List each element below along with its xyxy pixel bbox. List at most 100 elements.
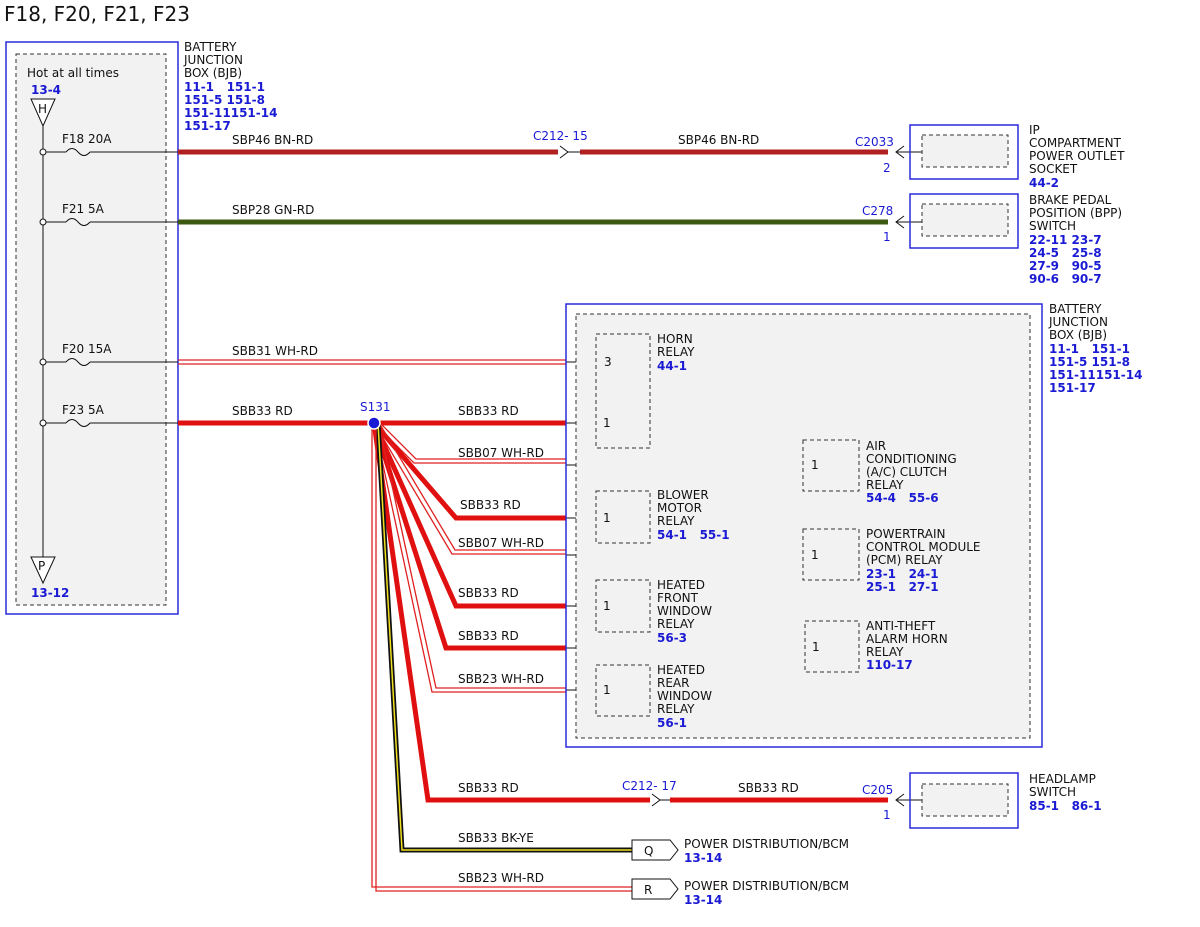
wire-label-sbb33-headlamp-a: SBB33 RD [458,781,519,795]
bjb-left: Hot at all times 13-4 H P 13-12 F18 20A … [5,40,277,615]
ac-relay-name: CONDITIONING [866,452,957,466]
headlamp-outline [909,772,1019,829]
bjb-right-name: JUNCTION [1048,315,1108,329]
bjb-left-name-line: BATTERY [184,40,237,54]
hfw-relay-ref: 56-3 [657,631,687,645]
bjb-left-name-line: BOX (BJB) [184,66,242,80]
r-name: POWER DISTRIBUTION/BCM [684,879,849,893]
bjb-right: BATTERY JUNCTION BOX (BJB) 11-1 151-1 15… [565,302,1142,748]
ip-outlet-outline [909,124,1019,180]
horn-relay-pin-3: 3 [604,355,612,369]
fuse-f23: F23 5A [39,403,178,427]
blower-motor-relay: 1 BLOWER MOTOR RELAY 54-1 55-1 [595,488,730,544]
bjb-left-ref: 11-1 151-1 [184,80,265,94]
alarm-relay-ref: 110-17 [866,658,913,672]
connector-c2033-label: C2033 [855,135,894,149]
hfw-relay-name: RELAY [657,617,695,631]
connector-c278-label: C278 [862,204,893,218]
wire-label-sbb31: SBB31 WH-RD [232,344,318,358]
hrw-relay-name: RELAY [657,702,695,716]
bjb-right-ref: 151-17 [1049,381,1096,395]
bjb-left-name-line: JUNCTION [183,53,243,67]
component-q-power-distribution: Q POWER DISTRIBUTION/BCM 13-14 [631,837,849,865]
bjb-left-outline [5,41,179,615]
bjb-left-bottom-ref: 13-12 [31,586,69,600]
bpp-name: SWITCH [1029,219,1076,233]
horn-relay-name: RELAY [657,345,695,359]
blower-relay-ref: 54-1 55-1 [657,528,730,542]
bjb-left-top-ref: 13-4 [31,83,61,97]
alarm-relay-pin-1: 1 [812,640,820,654]
wire-sbb31 [178,359,566,365]
wire-label-sbb33-blower: SBB33 RD [460,498,521,512]
fuse-f20-label: F20 15A [62,342,112,356]
connector-q-letter: Q [644,844,653,858]
bjb-left-ref: 151-5 151-8 [184,93,265,107]
connector-c278-pin: 1 [883,230,891,244]
bpp-ref: 90-6 90-7 [1029,272,1102,286]
ac-relay-name: (A/C) CLUTCH [866,465,947,479]
wire-label-sbb33-headlamp-b: SBB33 RD [738,781,799,795]
wire-sbb23-r [371,423,632,892]
wire-label-sbb33-horn: SBB33 RD [458,404,519,418]
bjb-left-ref: 151-11151-14 [184,106,277,120]
component-ip-outlet: C2033 2 IP COMPARTMENT POWER OUTLET SOCK… [855,123,1125,190]
splice-s131-label: S131 [360,400,391,414]
horn-relay-ref: 44-1 [657,359,687,373]
wire-label-sbp46-a: SBP46 BN-RD [232,133,313,147]
connector-r-letter: R [644,883,652,897]
horn-relay: 3 1 HORN RELAY 44-1 [595,332,695,449]
wire-label-sbb07-ac: SBB07 WH-RD [458,446,544,460]
wire-sbb23-hrw [373,420,566,693]
bjb-right-ref: 151-5 151-8 [1049,355,1130,369]
fuse-f18: F18 20A [39,132,178,156]
connector-c212-17-label: C212- 17 [622,779,677,793]
ac-clutch-relay: 1 AIR CONDITIONING (A/C) CLUTCH RELAY 54… [802,439,957,505]
bpp-name: POSITION (BPP) [1029,206,1122,220]
diagram-title: F18, F20, F21, F23 [4,2,190,26]
splice-s131-dot [367,416,381,430]
wire-sbb33-hfw [371,421,566,609]
wire-label-sbb23-r: SBB23 WH-RD [458,871,544,885]
hfw-relay-name: FRONT [657,591,699,605]
connector-c212-15-label: C212- 15 [533,129,588,143]
blower-relay-name: RELAY [657,514,695,528]
wire-sbb33-q [375,422,632,853]
pcm-relay-box [802,528,860,581]
ip-outlet-name: SOCKET [1029,162,1078,176]
alarm-relay-name: RELAY [866,645,904,659]
ac-relay-name: AIR [866,439,886,453]
ip-outlet-name: COMPARTMENT [1029,136,1122,150]
hrw-relay-name: WINDOW [657,689,712,703]
headlamp-inner [921,783,1009,817]
bjb-right-inner [575,313,1031,739]
hot-at-all-times-label: Hot at all times [27,66,119,80]
bjb-right-outline [565,303,1043,748]
bjb-right-ref: 151-11151-14 [1049,368,1142,382]
fuse-f21: F21 5A [39,202,178,226]
pcm-relay-name: (PCM) RELAY [866,553,943,567]
bpp-ref: 27-9 90-5 [1029,259,1102,273]
wire-sbb33-alarm [371,422,566,651]
q-ref: 13-14 [684,851,722,865]
hfw-relay-box [595,579,651,633]
wire-sbb07-pcm [373,420,566,555]
ac-relay-pin-1: 1 [811,458,819,472]
wire-sbb33-blower [372,421,566,521]
blower-relay-pin-1: 1 [603,511,611,525]
connector-q-tag-icon [631,839,679,861]
connector-c2033-pin: 2 [883,161,891,175]
bpp-ref: 24-5 25-8 [1029,246,1102,260]
bjb-right-name: BATTERY [1049,302,1102,316]
wire-label-sbb33-alarm: SBB33 RD [458,629,519,643]
wire-label-sbb07-pcm: SBB07 WH-RD [458,536,544,550]
alarm-relay-name: ALARM HORN [866,632,948,646]
blower-relay-name: MOTOR [657,501,702,515]
hfw-relay-pin-1: 1 [603,599,611,613]
wire-label-sbp28: SBP28 GN-RD [232,203,314,217]
connector-r-tag-icon [631,878,679,900]
headlamp-name: SWITCH [1029,785,1076,799]
pcm-relay-name: CONTROL MODULE [866,540,981,554]
component-headlamp-switch: C205 1 HEADLAMP SWITCH 85-1 86-1 [862,772,1102,829]
headlamp-name: HEADLAMP [1029,772,1096,786]
